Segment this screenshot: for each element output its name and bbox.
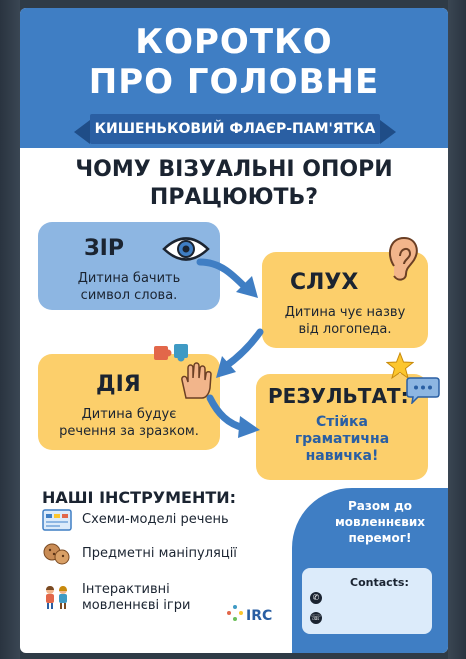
cookies-icon bbox=[43, 543, 70, 565]
flyer-title: КОРОТКО ПРО ГОЛОВНЕ bbox=[20, 22, 448, 102]
ribbon-tail-right bbox=[380, 120, 396, 144]
card-action-text-2: речення за зразком. bbox=[59, 424, 199, 439]
card-sight: ЗІР Дитина бачить символ слова. bbox=[38, 222, 220, 310]
tool-item-manipulation: Предметні маніпуляції bbox=[42, 542, 282, 566]
tool-item-games: Інтерактивні мовленнєві ігри bbox=[42, 582, 282, 622]
background-right bbox=[448, 0, 466, 659]
tool-item-schemes: Схеми-моделі речень bbox=[42, 508, 282, 532]
tool-label-games: Інтерактивні мовленнєві ігри bbox=[82, 582, 272, 614]
card-result-text-3: навичка! bbox=[305, 448, 379, 464]
card-sight-text-1: Дитина бачить bbox=[77, 271, 181, 286]
card-result-title: РЕЗУЛЬТАТ: bbox=[268, 384, 409, 408]
tool-label-manipulation: Предметні маніпуляції bbox=[82, 546, 237, 561]
contacts-panel bbox=[302, 568, 432, 634]
tool-label-games-line-2: мовленнєві ігри bbox=[82, 598, 191, 613]
viber-icon: ☏ bbox=[310, 612, 322, 624]
arrow-hearing-to-action bbox=[216, 328, 264, 378]
card-result-text-1: Стійка bbox=[316, 414, 368, 430]
ribbon-tail-left bbox=[74, 120, 90, 144]
together-line-2: мовленнєвих bbox=[334, 515, 425, 529]
card-hearing-title: СЛУХ bbox=[290, 270, 359, 295]
question-heading: ЧОМУ ВІЗУАЛЬНІ ОПОРИ ПРАЦЮЮТЬ? bbox=[20, 156, 448, 212]
subtitle-ribbon: КИШЕНЬКОВИЙ ФЛАЄР-ПАМ'ЯТКА bbox=[90, 114, 380, 144]
card-action-text-1: Дитина будує bbox=[81, 407, 177, 422]
card-sight-title: ЗІР bbox=[84, 236, 124, 261]
together-slogan: Разом до мовленнєвих перемог! bbox=[310, 498, 448, 546]
arrow-action-to-result bbox=[206, 394, 260, 438]
card-hearing: СЛУХ Дитина чує назву від логопеда. bbox=[262, 236, 428, 348]
eye-icon bbox=[162, 237, 210, 261]
irc-logo-text: IRC bbox=[246, 608, 273, 624]
kids-icon bbox=[46, 586, 67, 609]
background-left bbox=[0, 0, 20, 659]
contacts-label: Contacts: bbox=[350, 576, 409, 589]
irc-logo-icon bbox=[227, 605, 243, 621]
star-icon bbox=[386, 352, 414, 380]
tool-label-games-line-1: Інтерактивні bbox=[82, 582, 170, 597]
ear-icon bbox=[388, 236, 418, 281]
card-hearing-text-1: Дитина чує назву bbox=[284, 305, 406, 320]
together-line-1: Разом до bbox=[347, 499, 413, 513]
together-line-3: перемог! bbox=[348, 531, 412, 545]
question-line-1: ЧОМУ ВІЗУАЛЬНІ ОПОРИ bbox=[75, 157, 393, 182]
puzzle-icon bbox=[154, 344, 188, 362]
card-hearing-text-2: від логопеда. bbox=[298, 322, 392, 337]
title-line-2: ПРО ГОЛОВНЕ bbox=[88, 62, 380, 102]
tool-label-schemes: Схеми-моделі речень bbox=[82, 512, 229, 527]
card-result: РЕЗУЛЬТАТ: Стійка граматична навичка! bbox=[256, 352, 440, 480]
arrow-sight-to-hearing bbox=[196, 258, 258, 298]
title-line-1: КОРОТКО bbox=[135, 22, 333, 62]
card-result-text-2: граматична bbox=[294, 431, 390, 447]
flyer: КОРОТКО ПРО ГОЛОВНЕ КИШЕНЬКОВИЙ ФЛАЄР-ПА… bbox=[20, 8, 448, 653]
tools-title: НАШІ ІНСТРУМЕНТИ: bbox=[42, 488, 237, 507]
question-line-2: ПРАЦЮЮТЬ? bbox=[149, 185, 319, 210]
chat-bubble-icon bbox=[406, 377, 440, 404]
schema-icon bbox=[42, 509, 72, 531]
card-sight-text-2: символ слова. bbox=[80, 288, 178, 303]
phone-icon: ✆ bbox=[310, 592, 322, 604]
card-action-title: ДІЯ bbox=[96, 372, 141, 397]
hand-icon bbox=[181, 362, 212, 399]
card-action: ДІЯ Дитина будує речення за зразком. bbox=[38, 344, 220, 450]
